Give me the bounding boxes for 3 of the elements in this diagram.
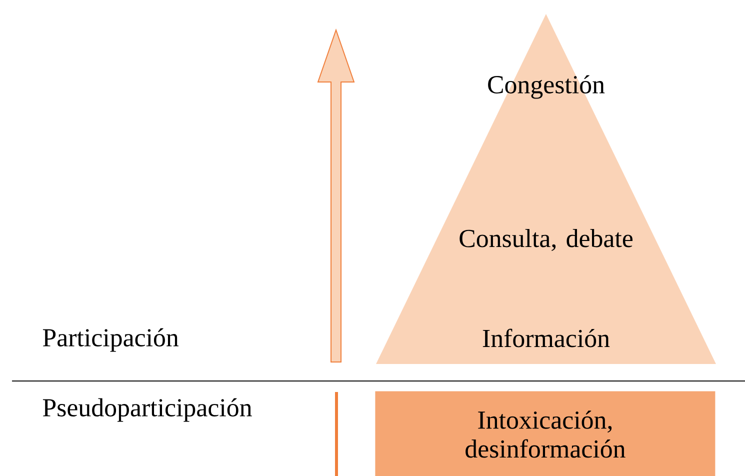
level-box: Intoxicación, desinformación (375, 391, 716, 476)
level-label: Pseudoparticipación (42, 398, 252, 422)
level-label: Participación (42, 328, 178, 352)
